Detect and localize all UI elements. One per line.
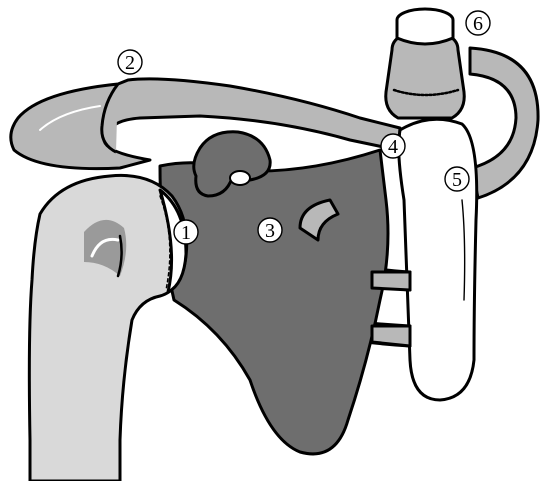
vertebra (386, 9, 465, 118)
svg-text:6: 6 (473, 13, 483, 35)
svg-text:5: 5 (452, 169, 462, 191)
svg-text:1: 1 (181, 222, 191, 244)
first-rib (470, 48, 538, 198)
label-5: 5 (445, 167, 469, 191)
label-4: 4 (381, 134, 405, 158)
svg-text:3: 3 (265, 220, 275, 242)
scapula (160, 132, 388, 454)
label-6: 6 (466, 11, 490, 35)
label-1: 1 (174, 220, 198, 244)
humerus (29, 175, 186, 481)
sternum (399, 119, 477, 400)
svg-text:4: 4 (388, 136, 398, 158)
label-3: 3 (258, 218, 282, 242)
svg-text:2: 2 (125, 52, 135, 74)
label-2: 2 (118, 50, 142, 74)
